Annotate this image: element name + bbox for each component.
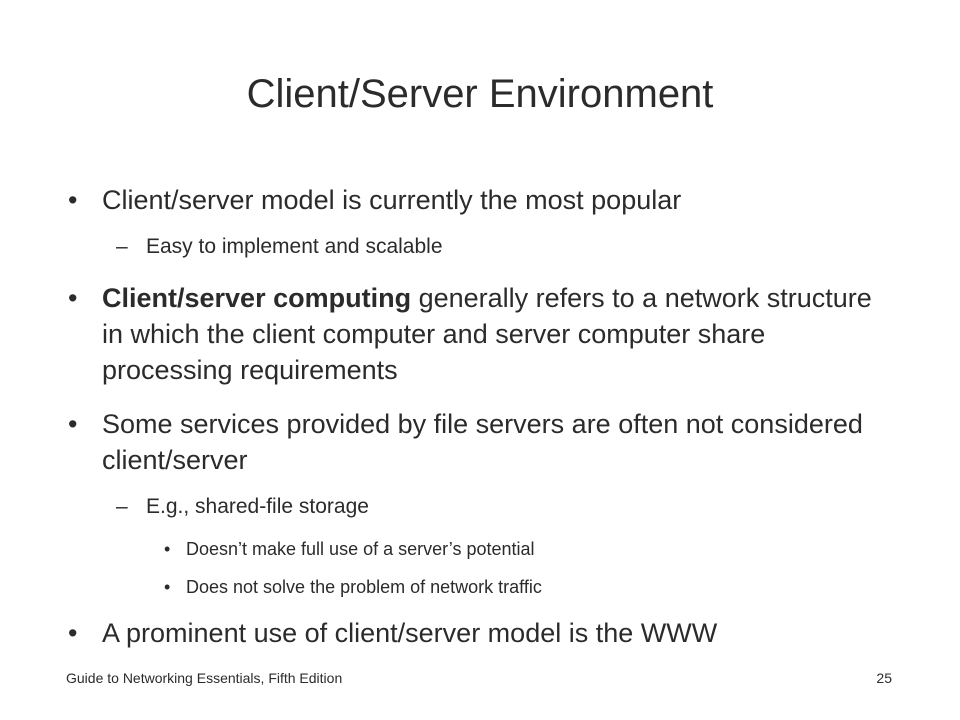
bullet-marker: •	[164, 539, 171, 559]
bullet-text-rest: generally refers to a network structure …	[102, 283, 872, 385]
bullet-marker: •	[68, 409, 78, 439]
sub-item-text: E.g., shared-file storage	[146, 495, 369, 518]
bullet-item-1: • Client/server model is currently the m…	[68, 182, 902, 218]
bullet-marker: •	[68, 283, 78, 313]
sub-sub-item-2: • Does not solve the problem of network …	[164, 575, 886, 599]
bullet-marker: •	[164, 577, 171, 597]
dash-marker: –	[116, 495, 128, 518]
dash-marker: –	[116, 235, 128, 258]
bullet-item-2: • Client/server computing generally refe…	[68, 280, 882, 388]
sub-item-1: – Easy to implement and scalable	[116, 234, 906, 260]
bullet-marker: •	[68, 185, 78, 215]
sub-item-text: Easy to implement and scalable	[146, 235, 443, 258]
bullet-text: Client/server model is currently the mos…	[102, 185, 682, 215]
bullet-item-3: • Some services provided by file servers…	[68, 406, 922, 478]
sub-sub-item-1: • Doesn’t make full use of a server’s po…	[164, 537, 886, 561]
bold-term: Client/server computing	[102, 283, 412, 313]
footer-book-title: Guide to Networking Essentials, Fifth Ed…	[66, 670, 343, 686]
sub-sub-item-text: Doesn’t make full use of a server’s pote…	[186, 539, 535, 559]
bullet-marker: •	[68, 618, 78, 648]
footer-page-number: 25	[876, 670, 892, 686]
slide-title: Client/Server Environment	[246, 72, 714, 116]
bullet-text: A prominent use of client/server model i…	[102, 618, 718, 648]
bullet-text: Some services provided by file servers a…	[102, 409, 863, 475]
sub-sub-item-text: Does not solve the problem of network tr…	[186, 577, 542, 597]
bullet-item-4: • A prominent use of client/server model…	[68, 615, 922, 651]
bullet-text: Client/server computing generally refers…	[102, 280, 882, 388]
sub-item-2: – E.g., shared-file storage	[116, 494, 906, 520]
